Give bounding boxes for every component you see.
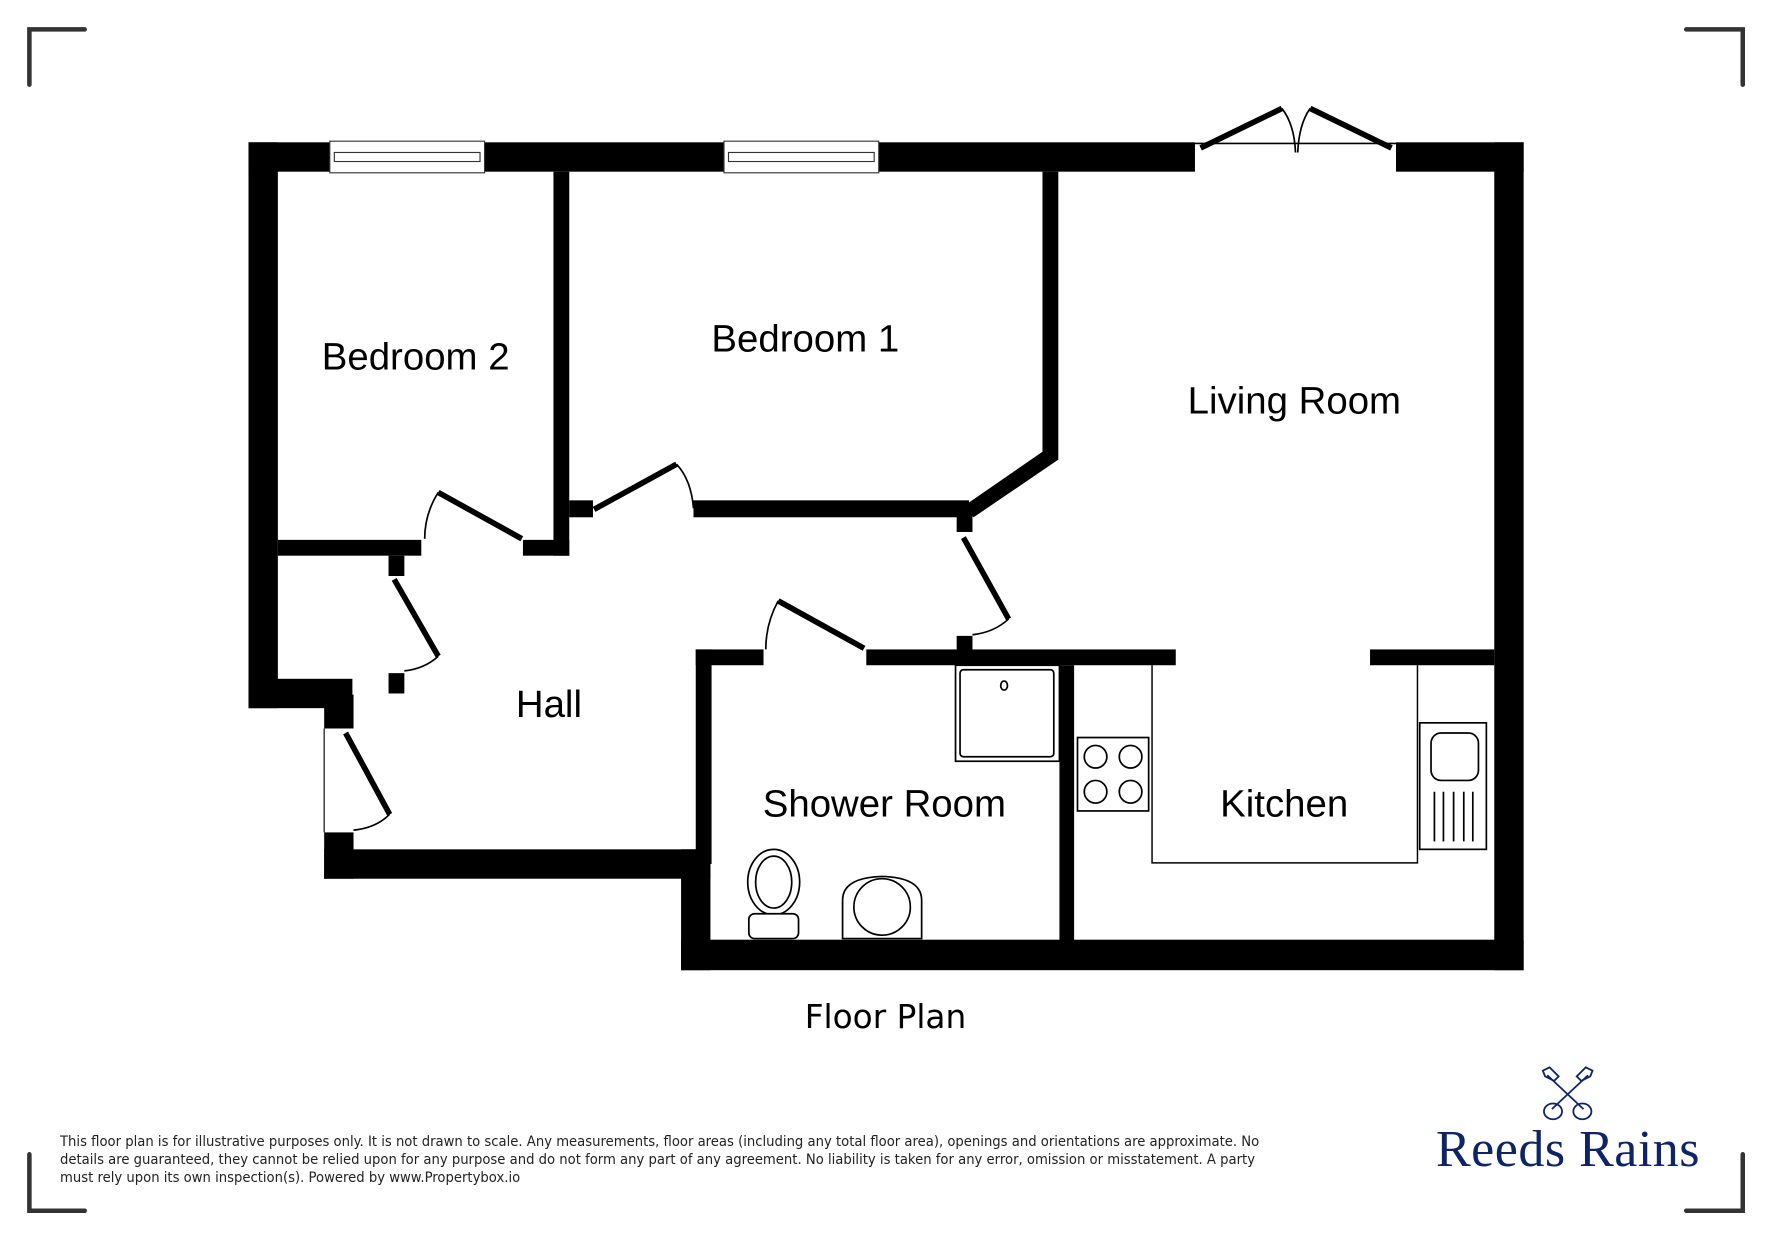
shower-tray-icon xyxy=(954,664,1061,763)
window-bedroom1 xyxy=(723,140,880,174)
kitchen-counter xyxy=(1151,665,1419,864)
disclaimer-text: This floor plan is for illustrative purp… xyxy=(60,1134,1260,1186)
corner-marks xyxy=(27,27,1746,1214)
toilet-icon xyxy=(746,848,801,940)
sink-icon xyxy=(841,875,923,940)
walls xyxy=(248,142,1524,971)
room-label-bedroom1: Bedroom 1 xyxy=(711,317,899,360)
room-label-shower: Shower Room xyxy=(763,783,1006,826)
window-bedroom2 xyxy=(329,140,486,174)
plan-title: Floor Plan xyxy=(805,998,967,1036)
brand-logo-text: Reeds Rains xyxy=(1436,1121,1701,1178)
room-label-kitchen: Kitchen xyxy=(1220,783,1348,826)
room-label-bedroom2: Bedroom 2 xyxy=(322,335,510,378)
crossed-keys-icon xyxy=(1541,1066,1594,1121)
hob-icon xyxy=(1076,736,1150,812)
doors xyxy=(323,105,1397,833)
room-label-living: Living Room xyxy=(1188,379,1401,422)
kitchen-sink-icon xyxy=(1418,721,1488,851)
room-label-hall: Hall xyxy=(516,683,582,726)
